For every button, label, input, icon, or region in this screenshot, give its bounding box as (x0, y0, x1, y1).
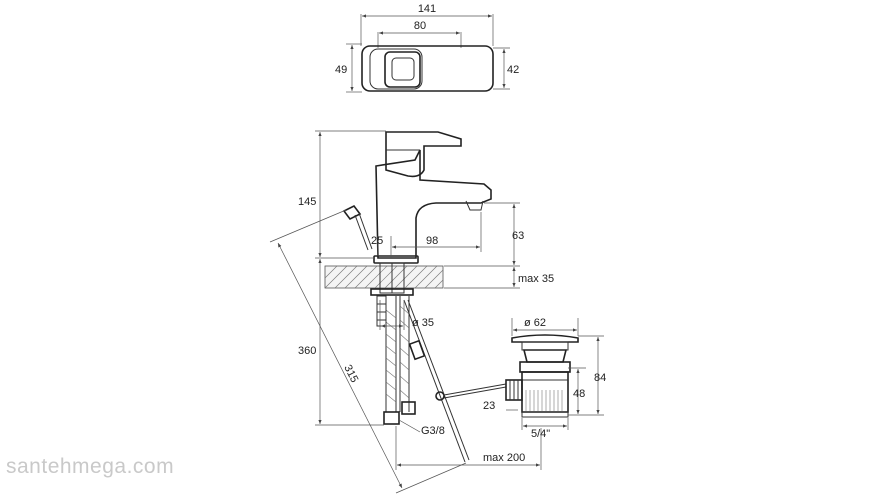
faucet-body (375, 149, 492, 259)
dim-315: 315 (341, 363, 360, 385)
dim-line-315 (277, 242, 403, 489)
watermark-text: santehmega.com (6, 455, 175, 478)
side-view: 145 360 315 25 98 63 max 35 ø 35 G3/8 (269, 130, 554, 494)
dim-25: 25 (371, 235, 383, 247)
dim-360: 360 (298, 345, 316, 357)
dim-max-200: max 200 (483, 452, 525, 464)
pull-rod-knob (342, 204, 362, 221)
dim-dia-62: ø 62 (524, 317, 546, 329)
dim-63: 63 (512, 230, 524, 242)
dim-23: 23 (483, 400, 495, 412)
label-g38: G3/8 (421, 425, 445, 437)
pull-rod (403, 299, 466, 463)
top-view: 141 80 49 42 (335, 3, 519, 93)
dim-84: 84 (594, 372, 606, 384)
dim-thread-5-4: 5/4" (531, 428, 550, 440)
dim-dia-35: ø 35 (412, 317, 434, 329)
dim-141: 141 (418, 3, 436, 15)
dim-80: 80 (414, 20, 426, 32)
dim-145: 145 (298, 196, 316, 208)
pop-up-drain: ø 62 84 48 23 (483, 317, 606, 440)
dim-42: 42 (507, 64, 519, 76)
lever-handle (385, 131, 462, 178)
dim-98: 98 (426, 235, 438, 247)
flex-hose (385, 296, 397, 412)
dim-max-35: max 35 (518, 273, 554, 285)
dim-49: 49 (335, 64, 347, 76)
dim-48: 48 (573, 388, 585, 400)
